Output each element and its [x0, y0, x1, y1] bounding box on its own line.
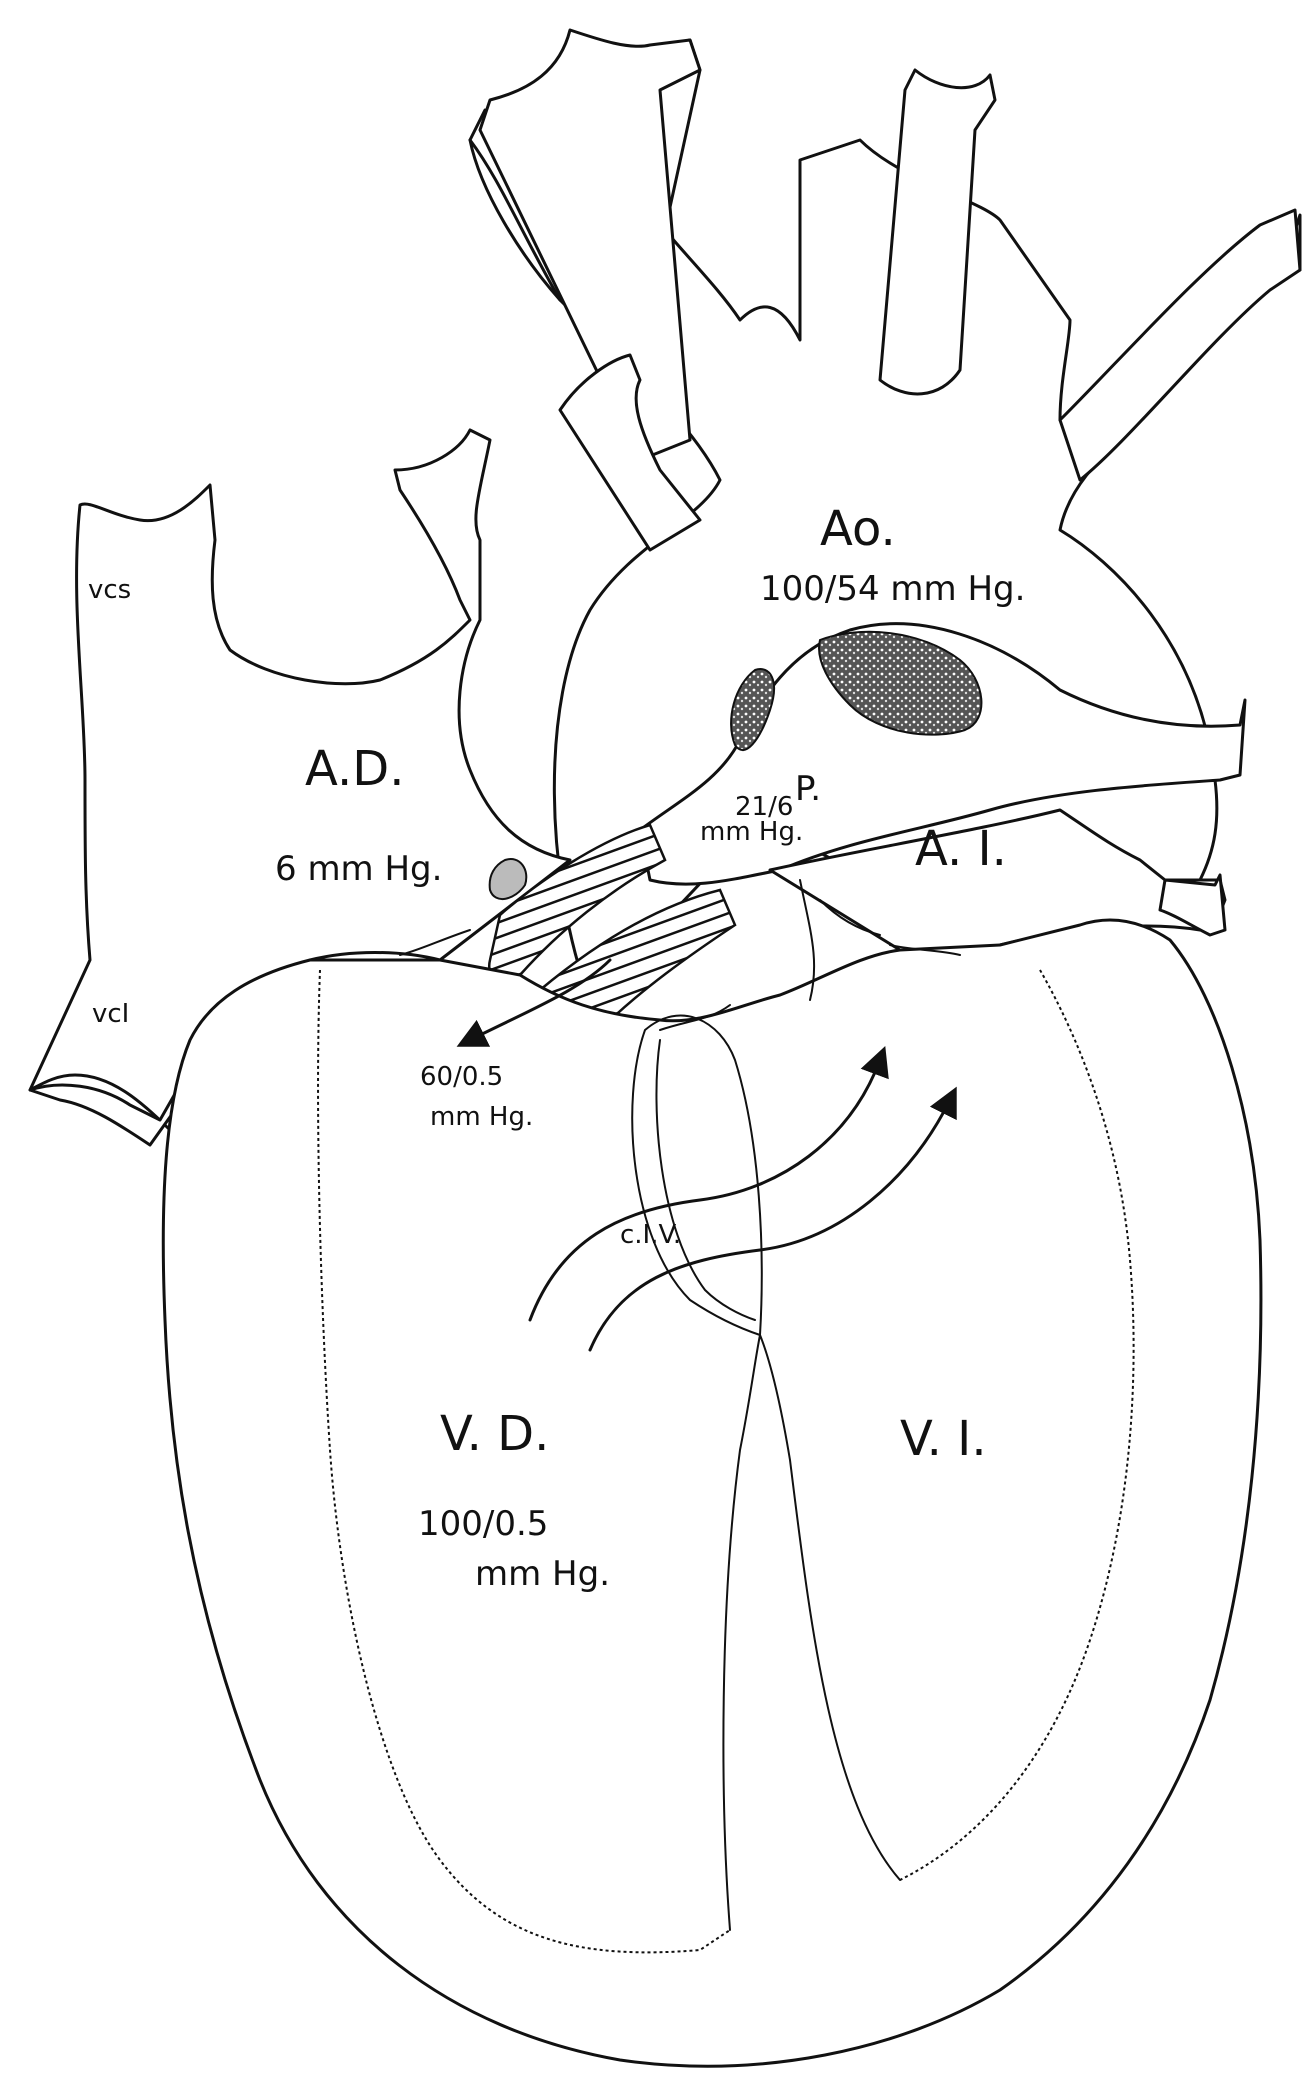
label-ao-pressure: 100/54 mm Hg.: [760, 569, 1025, 609]
label-p-unit: mm Hg.: [700, 817, 803, 847]
label-vd-pressure: 100/0.5: [418, 1504, 548, 1544]
label-vd: V. D.: [440, 1406, 549, 1462]
label-vci: vcI: [92, 999, 129, 1029]
label-ad-pressure: 6 mm Hg.: [275, 849, 442, 889]
label-ao: Ao.: [820, 501, 896, 557]
ventricles: [163, 880, 1261, 2066]
left-subclavian: [1060, 210, 1300, 480]
label-vcs: vcs: [88, 575, 131, 605]
label-p: P.: [795, 769, 821, 809]
label-pv-pressure: 60/0.5: [420, 1062, 503, 1092]
heart-outline: [163, 920, 1261, 2066]
label-civ: c.I.V.: [620, 1220, 681, 1250]
label-vi: V. I.: [900, 1411, 987, 1467]
label-ai: A. I.: [915, 821, 1007, 877]
label-pv-unit: mm Hg.: [430, 1102, 533, 1132]
label-vd-unit: mm Hg.: [475, 1554, 610, 1594]
label-ad: A.D.: [305, 741, 404, 797]
